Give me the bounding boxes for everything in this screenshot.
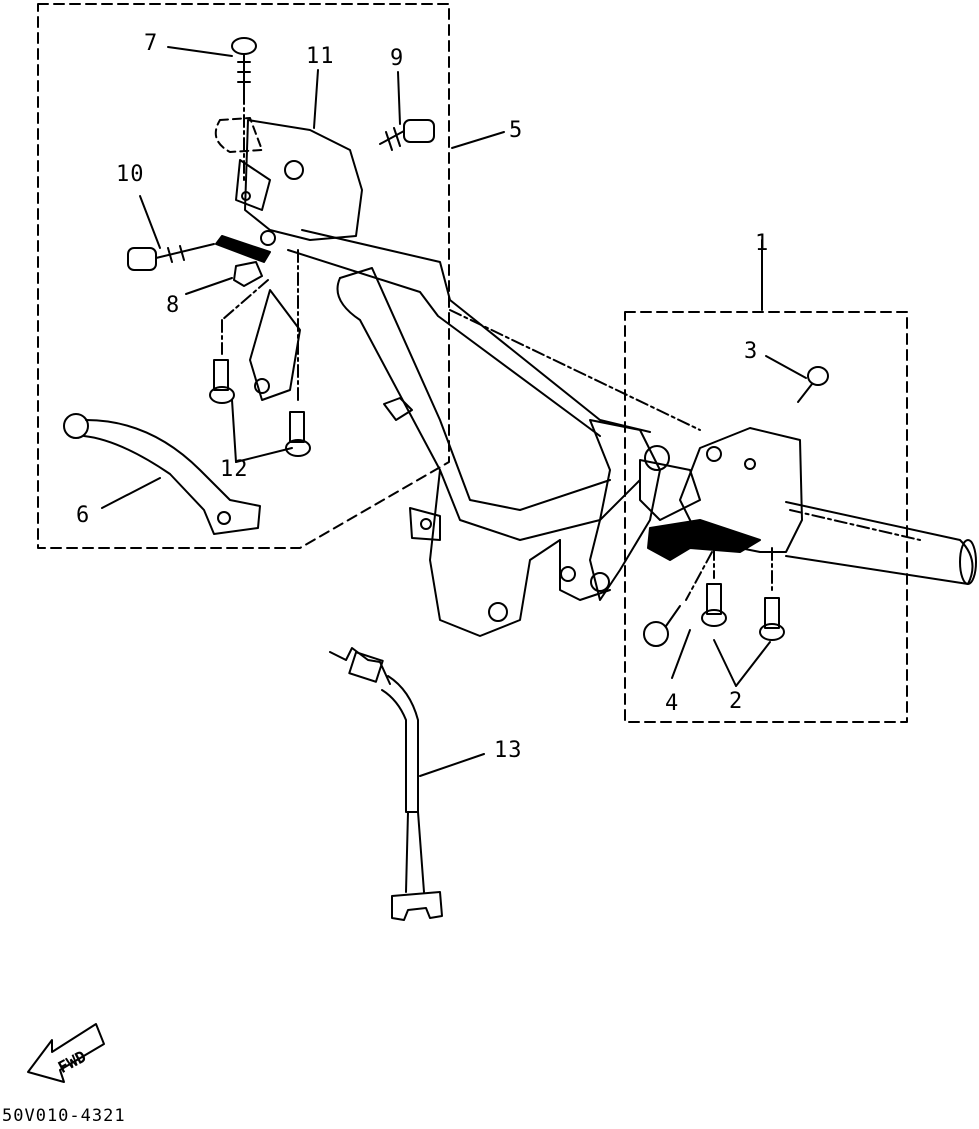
- callout-8: 8: [166, 293, 181, 318]
- alignment-lines: [221, 91, 921, 601]
- screw-7: [231, 37, 257, 93]
- callout-3: 3: [744, 339, 759, 364]
- callout-2: 2: [729, 689, 744, 714]
- screws-2: [701, 583, 785, 641]
- screw-3: [797, 366, 829, 403]
- lever-holder-11: [214, 117, 363, 401]
- callout-12: 12: [220, 457, 249, 482]
- clutch-lever-6: [63, 413, 261, 535]
- callout-11: 11: [306, 44, 335, 69]
- callout-1: 1: [755, 231, 770, 256]
- callout-10: 10: [116, 162, 145, 187]
- nut-8: [233, 261, 263, 287]
- bolt-9: [379, 119, 435, 151]
- callout-5: 5: [509, 118, 524, 143]
- callout-6: 6: [76, 503, 91, 528]
- clutch-switch-wire-13: [329, 647, 443, 921]
- screws-12: [209, 359, 311, 457]
- callout-9: 9: [390, 46, 405, 71]
- callout-7: 7: [144, 31, 159, 56]
- handlebar-grip-end: [785, 501, 977, 585]
- group-box-5: [37, 3, 450, 549]
- handlebar-frame: [287, 229, 670, 637]
- screw-4: [643, 605, 681, 647]
- callout-13: 13: [494, 738, 523, 763]
- bolt-10: [127, 243, 215, 271]
- leader-lines: [101, 46, 807, 777]
- fwd-arrow-icon: [27, 1023, 105, 1083]
- group-box-1: [624, 311, 908, 723]
- callout-4: 4: [665, 691, 680, 716]
- drawing-code: 50V010-4321: [2, 1106, 126, 1126]
